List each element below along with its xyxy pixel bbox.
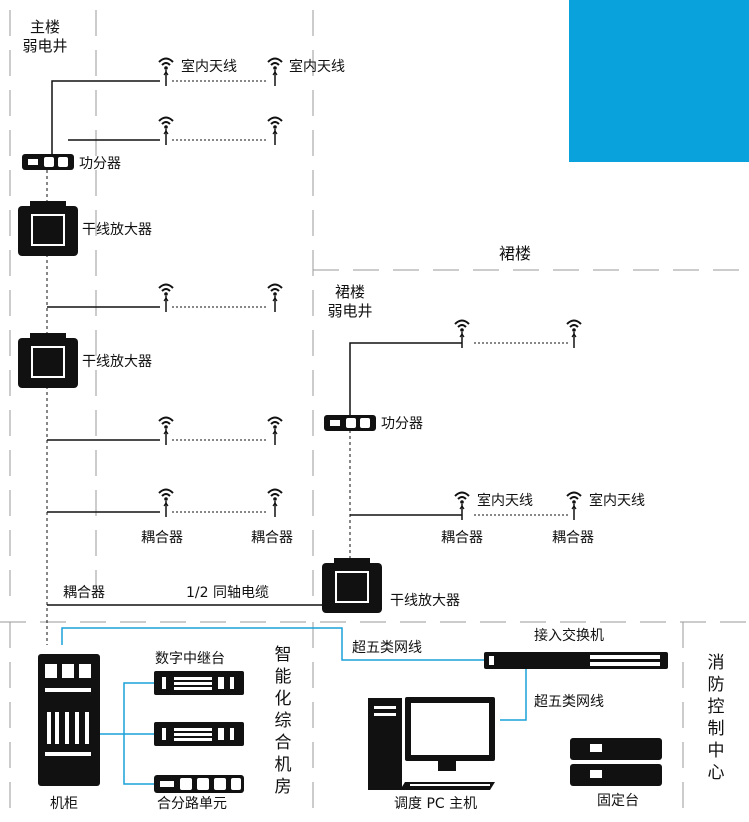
- podium-shaft-label: 裙楼 弱电井: [327, 283, 373, 320]
- antenna-label: 室内天线: [181, 59, 237, 75]
- antenna-label: 室内天线: [589, 493, 645, 509]
- amplifier-icon: [17, 332, 79, 389]
- coupler-label: 耦合器: [441, 530, 483, 546]
- coupler-label: 耦合器: [251, 530, 293, 546]
- coupler-label: 耦合器: [63, 585, 105, 601]
- repeater-label: 数字中继台: [155, 651, 225, 667]
- amplifier-label: 干线放大器: [390, 593, 460, 609]
- splitter-label: 功分器: [381, 416, 423, 432]
- pc-icon: [368, 697, 495, 790]
- machine-room-label: 智 能 化 综 合 机 房: [274, 645, 292, 797]
- splitter-icon: [324, 415, 376, 431]
- switch-label: 接入交换机: [534, 628, 604, 644]
- cabinet-icon: [38, 654, 100, 786]
- fixed-station-label: 固定台: [597, 793, 639, 809]
- coupler-label: 耦合器: [552, 530, 594, 546]
- switch-icon: [484, 652, 668, 669]
- splitter-label: 功分器: [79, 156, 121, 172]
- pc-label: 调度 PC 主机: [394, 796, 478, 812]
- fixed-station-icon: [570, 738, 662, 786]
- network-cable-label: 超五类网线: [352, 640, 422, 656]
- combiner-icon: [154, 775, 244, 793]
- podium-label: 裙楼: [499, 244, 532, 263]
- network-cable-label: 超五类网线: [534, 694, 604, 710]
- combiner-label: 合分路单元: [157, 796, 227, 812]
- main-shaft-label: 主楼 弱电井: [22, 18, 68, 55]
- cabinet-label: 机柜: [50, 796, 78, 812]
- amplifier-icon: [17, 200, 79, 257]
- splitter-icon: [22, 154, 74, 170]
- amplifier-label: 干线放大器: [82, 354, 152, 370]
- coax-label: 1/2 同轴电缆: [186, 585, 269, 601]
- amplifier-icon: [321, 557, 383, 614]
- antenna-label: 室内天线: [477, 493, 533, 509]
- repeater-icon: [154, 722, 244, 746]
- antenna-label: 室内天线: [289, 59, 345, 75]
- accent-block: [569, 0, 749, 162]
- coupler-label: 耦合器: [141, 530, 183, 546]
- fire-control-label: 消 防 控 制 中 心: [707, 653, 725, 783]
- amplifier-label: 干线放大器: [82, 222, 152, 238]
- repeater-icon: [154, 671, 244, 695]
